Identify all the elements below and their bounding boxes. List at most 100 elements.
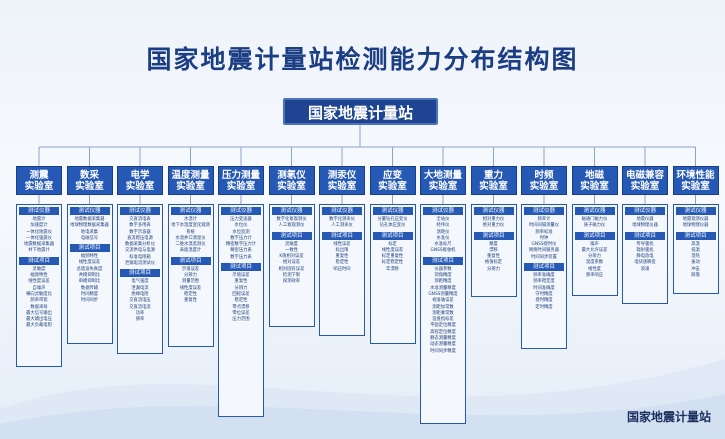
section-item: 串模抑制比: [78, 279, 101, 285]
section-title: 测试仪器: [423, 207, 463, 215]
section-item: 冲击: [691, 266, 700, 272]
section-item: 地球物理仪器: [632, 223, 658, 229]
section-item: 泄漏电流测试仪: [124, 261, 156, 267]
lab-details-box: 测试仪器相对重力仪绝对重力仪测试项目精度漂移重复性格值标定分辨力: [470, 204, 517, 297]
section-item: 经纬仪: [436, 223, 450, 229]
section-item: 人工测汞仪: [331, 223, 353, 229]
section-item: 标出限: [335, 247, 349, 253]
lab-name-line: 压力测量: [221, 169, 260, 181]
lab-header: 大地测量实验室: [420, 166, 466, 195]
lab-details-box: 测试仪器压力变送器水位仪水位监测数字压力计精密数字压力计精密压力表数字压力表测试…: [218, 204, 264, 417]
section-item: 稳定性: [234, 298, 248, 304]
section-item: 时钟: [539, 235, 549, 241]
section-item: 线性误差: [333, 241, 351, 247]
section-item: 测距精度: [434, 279, 452, 285]
section-item: 测距加常数: [432, 304, 454, 310]
section-item: 漂移: [489, 247, 498, 253]
section-item: 示值误差: [232, 273, 250, 279]
section-title: 测试仪器: [322, 207, 362, 215]
section-item: 人工氡观测仪: [278, 223, 305, 229]
section-title: 测试项目: [372, 231, 413, 240]
lab-name-line: 实验室: [176, 180, 205, 192]
section-item: 频率稳定度: [533, 279, 555, 285]
section-item: 回程误差: [232, 291, 250, 297]
section-title: 测试仪器: [271, 207, 312, 215]
section-title: 测试仪器: [221, 207, 261, 215]
lab-header: 电学实验室: [117, 166, 163, 195]
section-item: 精度: [489, 241, 498, 247]
lab-details-box: 测试仪器地震数据采集器地球物理数据采集器地电采集电磁信号测试项目幅频特性线性度误…: [66, 204, 113, 344]
lab-header: 温度测量实验室: [167, 166, 214, 195]
section-title: 测试项目: [473, 231, 514, 240]
section-item: 一体化地震仪: [26, 229, 52, 235]
section-title: 测试项目: [120, 269, 160, 278]
lab-header: 应变实验室: [369, 166, 416, 195]
lab-header: 电磁兼容实验室: [622, 166, 668, 195]
lab-name-line: 重力: [483, 169, 503, 181]
lab-name-line: 测震: [29, 169, 49, 181]
section-item: 零位误差: [232, 310, 250, 316]
section-item: 相对误差: [282, 260, 301, 266]
section-item: 水温井口测温仪: [175, 235, 206, 241]
section-item: 线性度误差: [78, 260, 101, 266]
lab-header-label: 测汞仪实验室: [328, 170, 357, 192]
lab-name-line: 数采: [79, 169, 99, 181]
section-item: 系统: [186, 229, 195, 235]
section-item: 静态测量精度: [430, 336, 456, 342]
section-item: 最大允许误差: [581, 247, 608, 253]
section-item: 数字化氡观测仪: [276, 217, 307, 222]
lab-name-line: 温度测量: [171, 169, 210, 181]
section-item: 地震观测仪器: [682, 217, 709, 222]
section-item: 测量范围: [181, 279, 200, 285]
section-item: 精密数字压力计: [225, 242, 257, 248]
lab-name-line: 实验室: [226, 180, 256, 192]
section-item: 重复性: [234, 279, 248, 285]
section-item: 水位监测: [232, 229, 250, 235]
section-item: 地震数据采集器: [74, 217, 105, 222]
section-item: 水准测量精度: [430, 285, 456, 291]
lab-details-box: 测试仪器交直流电表数字多用表数字示波器直流稳压电源数据采集分析仪交流供电与电源标…: [117, 204, 163, 354]
lab-name-line: 应变: [382, 169, 402, 181]
section-item: 测距乘常数: [432, 310, 454, 316]
section-item: 地震数据采集器: [23, 242, 55, 248]
lab-header-label: 压力测量实验室: [222, 170, 260, 192]
section-item: 水位仪: [234, 223, 248, 229]
section-item: 时间同步精度: [430, 348, 456, 354]
section-item: 加速度计: [30, 223, 48, 229]
section-item: 频率计: [537, 217, 551, 222]
section-item: 横向灵敏度比: [26, 291, 52, 297]
section-item: 分辨力: [588, 254, 601, 260]
lab-header-label: 测震实验室: [25, 170, 54, 192]
section-title: 测试项目: [625, 231, 665, 240]
section-item: 频率响应: [585, 273, 604, 279]
section-item: 绝缘电阻: [131, 291, 149, 297]
section-title: 测试仪器: [19, 207, 59, 215]
section-item: 共模抑制比: [78, 273, 101, 279]
section-item: 标准电阻箱: [129, 254, 151, 260]
section-item: 频率准确度: [533, 273, 555, 279]
lab-name-line: 电磁兼容: [625, 169, 664, 181]
lab-name-line: 实验室: [681, 180, 710, 192]
section-item: 高程定位精度: [430, 329, 456, 335]
section-item: 数据采集分析仪: [124, 242, 156, 248]
section-title: 测试仪器: [69, 207, 110, 215]
section-title: 测试仪器: [524, 207, 564, 215]
section-item: 直流稳压电源: [127, 235, 153, 241]
lab-header: 地磁实验室: [571, 166, 618, 195]
lab-name-line: 电学: [130, 169, 150, 181]
lab-name-line: 实验室: [428, 180, 458, 192]
section-item: 地球物理仪器: [682, 223, 709, 229]
section-item: 数字化测汞仪: [329, 217, 355, 222]
section-item: 相对固有误差: [278, 266, 305, 272]
section-item: 绝对重力仪: [482, 223, 505, 229]
lab-header-label: 温度测量实验室: [171, 170, 209, 192]
section-item: 测距仪: [436, 229, 450, 235]
section-item: 电快速瞬变: [634, 260, 656, 266]
section-item: 地震计: [32, 217, 46, 222]
lab-header-label: 电磁兼容实验室: [626, 170, 664, 192]
section-item: 质子磁力仪: [583, 223, 606, 229]
section-item: 竖盘指标差: [432, 317, 454, 323]
section-item: 重复性: [184, 298, 197, 304]
section-title: 测试项目: [423, 256, 463, 265]
section-item: 稳定性: [184, 291, 197, 297]
